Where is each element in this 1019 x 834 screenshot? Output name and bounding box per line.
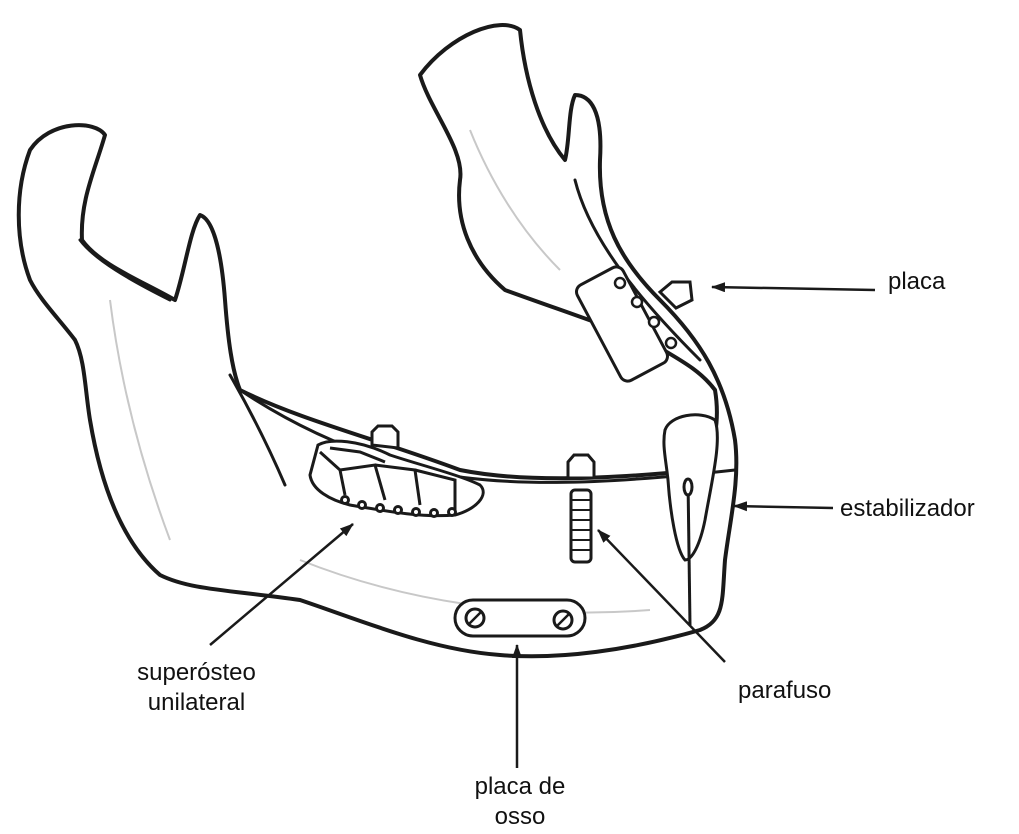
label-estabilizador: estabilizador [840,494,975,524]
bone-plate [455,600,585,636]
arrow-estabilizador [734,506,833,508]
label-superosteo-line2: unilateral [114,688,279,718]
label-placa: placa [888,267,945,297]
label-placa-de-osso-line1: placa de [440,772,600,802]
screw-implant [568,455,594,562]
arrow-placa [712,287,875,290]
label-superosteo-line1: superósteo [114,658,279,688]
label-parafuso-text: parafuso [738,676,831,706]
label-superosteo-unilateral: superósteo unilateral [114,658,279,718]
label-parafuso: parafuso [738,676,831,706]
label-placa-de-osso-line2: osso [440,802,600,832]
label-estabilizador-text: estabilizador [840,494,975,524]
label-placa-text: placa [888,267,945,297]
label-placa-de-osso: placa de osso [440,772,600,832]
